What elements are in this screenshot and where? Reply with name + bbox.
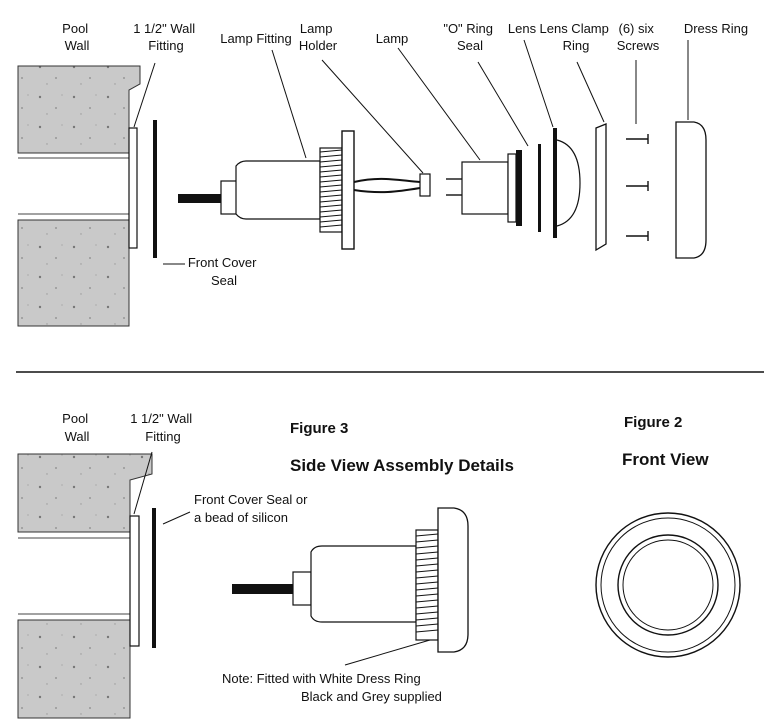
pool-wall-label-bottom: Pool Wall: [62, 411, 92, 444]
front-cover-seal-label-bottom: Front Cover Seal or a bead of silicon: [194, 492, 311, 525]
front-cover-seal-top: [153, 120, 157, 258]
dress-ring-outer: [595, 512, 741, 658]
dress-ring-note: Note: Fitted with White Dress Ring Black…: [222, 671, 442, 704]
lamp-label: Lamp: [376, 31, 409, 46]
screws-part: [626, 134, 649, 241]
exploded-view: Pool Wall 1 1/2" Wall Fitting Lamp Fitti…: [17, 21, 748, 327]
dress-ring-label: Dress Ring: [684, 21, 748, 36]
lens-label: Lens: [508, 21, 537, 36]
lamp-fitting-label: Lamp Fitting: [220, 31, 292, 46]
figure-3-label: Figure 3: [290, 420, 348, 437]
lens-part: [553, 128, 581, 238]
assembled-lamp: [232, 507, 469, 653]
lamp-holder-part: [353, 173, 431, 197]
dress-ring-outer-inner: [600, 517, 736, 653]
side-view-title: Side View Assembly Details: [290, 456, 514, 475]
front-cover-seal-label-top: Front Cover Seal: [188, 255, 260, 288]
leader-lines-bottom: [133, 451, 431, 666]
pool-wall-top: [17, 65, 141, 327]
o-ring-seal-label: "O" Ring Seal: [443, 21, 496, 53]
wall-fitting-label-bottom: 1 1/2" Wall Fitting: [130, 411, 196, 444]
wall-fitting-label-top: 1 1/2" Wall Fitting: [133, 21, 199, 53]
o-ring-seal-part: [538, 144, 541, 232]
figure-2-label: Figure 2: [624, 414, 682, 431]
lamp-part: [446, 150, 522, 226]
front-cover-seal-bottom: [152, 508, 156, 648]
screws-label: (6) six Screws: [617, 21, 660, 53]
lamp-holder-label: Lamp Holder: [299, 21, 338, 53]
front-view-title: Front View: [622, 450, 709, 469]
lamp-fitting-part: [178, 130, 355, 250]
wall-fitting-pipe-top: [128, 127, 138, 249]
pool-wall-label-top: Pool Wall: [62, 21, 92, 53]
lens-rim-outer: [617, 534, 719, 636]
pool-wall-bottom: [17, 453, 153, 719]
lens-clamp-ring-part: [595, 123, 607, 252]
front-view: Figure 2 Front View: [595, 414, 741, 658]
wall-fitting-pipe-bottom: [129, 515, 140, 647]
lens-clamp-ring-label: Lens Clamp Ring: [540, 21, 613, 53]
leader-lines-top: [133, 39, 689, 265]
dress-ring-part: [675, 121, 707, 259]
lens-rim-inner: [622, 539, 714, 631]
side-view: Pool Wall 1 1/2" Wall Fitting Figure 3 S…: [17, 411, 514, 719]
